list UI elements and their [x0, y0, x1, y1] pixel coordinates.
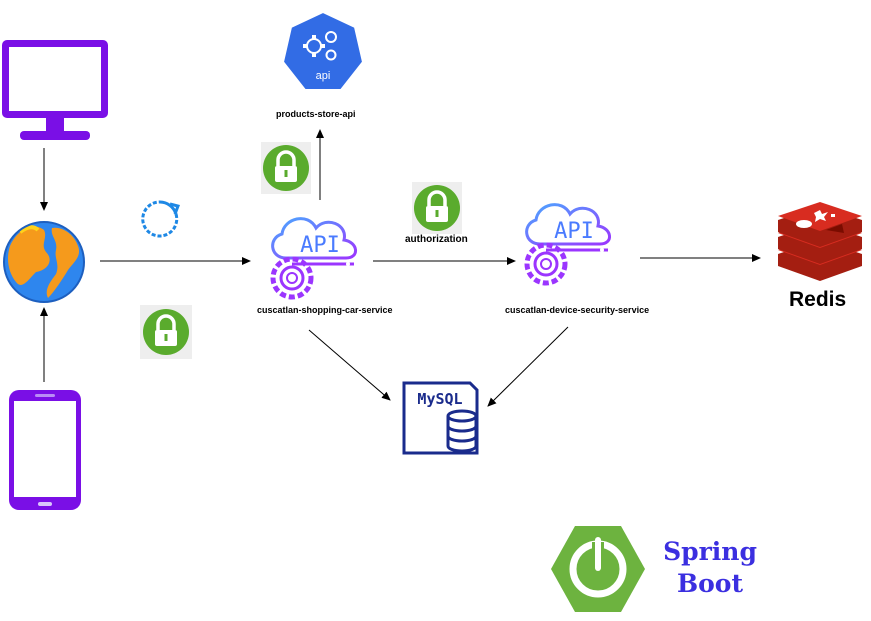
desktop-monitor-icon [2, 40, 108, 140]
redis-label: Redis [789, 288, 847, 311]
device-security-service-label: cuscatlan-device-security-service [505, 305, 650, 315]
mobile-phone-icon [9, 390, 81, 510]
globe-browser-icon [3, 221, 85, 303]
shopping-car-service-label: cuscatlan-shopping-car-service [257, 305, 393, 315]
kubernetes-api-icon: api [281, 10, 365, 91]
edges [40, 129, 761, 407]
spring-boot-label: Spring Boot [663, 537, 757, 598]
api-gear-icon: API [524, 203, 611, 286]
padlock-icon [261, 142, 311, 194]
authorization-label: authorization [405, 234, 468, 245]
api-gear-icon-text: API [300, 233, 340, 258]
spring-boot-power-icon [551, 526, 645, 612]
refresh-icon [141, 200, 180, 238]
products-store-api-label: products-store-api [276, 109, 356, 119]
kubernetes-api-icon-text: api [316, 70, 331, 82]
padlock-icon [140, 305, 192, 359]
mysql-database-icon: MySQL [402, 381, 479, 455]
redis-icon [778, 202, 862, 281]
api-gear-icon-text: API [554, 219, 594, 244]
edge-security-to-mysql [487, 326, 569, 407]
padlock-icon [412, 182, 462, 234]
api-gear-icon: API [270, 217, 357, 300]
edge-shopping-to-mysql [308, 329, 391, 401]
mysql-label: MySQL [417, 390, 462, 408]
